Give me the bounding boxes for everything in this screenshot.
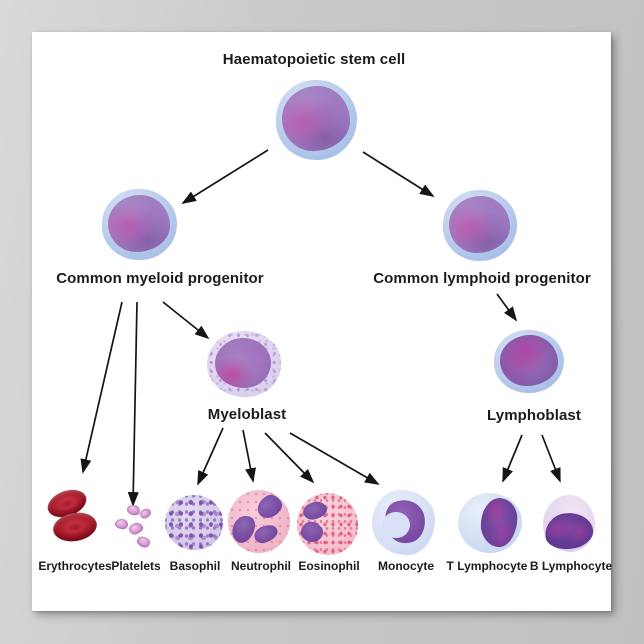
arrow-stem-to-lymphoid bbox=[362, 151, 435, 197]
arrow-myeloid-to-platelets bbox=[127, 301, 139, 507]
platelets-cluster bbox=[114, 503, 153, 550]
arrow-lymphoid-to-lymphoblast bbox=[496, 293, 518, 322]
arrow-myeloid-to-erythrocytes bbox=[80, 301, 123, 474]
label-common-myeloid-progenitor: Common myeloid progenitor bbox=[56, 270, 264, 287]
arrow-stem-to-myeloid bbox=[181, 149, 269, 204]
myeloblast-cell-illustration bbox=[207, 331, 281, 397]
label-myeloblast: Myeloblast bbox=[207, 406, 287, 423]
eosinophil-cell-illustration bbox=[297, 493, 358, 555]
arrow-myeloblast-to-basophil bbox=[197, 427, 224, 486]
myeloid-progenitor-cell-illustration bbox=[102, 189, 177, 260]
label-b-lymphocyte: B Lymphocyte bbox=[529, 559, 613, 573]
title-haematopoietic-stem-cell: Haematopoietic stem cell bbox=[222, 51, 406, 68]
label-common-lymphoid-progenitor: Common lymphoid progenitor bbox=[373, 270, 591, 287]
platelet bbox=[127, 520, 145, 537]
platelet bbox=[125, 503, 142, 517]
lymphoblast-cell-illustration bbox=[494, 330, 564, 393]
label-t-lymphocyte: T Lymphocyte bbox=[446, 559, 528, 573]
label-basophil: Basophil bbox=[169, 559, 221, 573]
b-lymphocyte-cell-illustration bbox=[543, 495, 595, 552]
label-eosinophil: Eosinophil bbox=[298, 559, 360, 573]
arrow-myeloblast-to-monocyte bbox=[289, 432, 380, 485]
arrow-lymphoblast-to-b-lymphocyte bbox=[541, 434, 561, 483]
arrow-myeloid-to-myeloblast bbox=[162, 301, 210, 340]
basophil-cell-illustration bbox=[165, 495, 223, 550]
platelet bbox=[114, 518, 129, 530]
platelet bbox=[135, 534, 152, 550]
label-platelets: Platelets bbox=[111, 559, 161, 573]
label-erythrocytes: Erythrocytes bbox=[38, 559, 112, 573]
neutrophil-cell-illustration bbox=[227, 490, 290, 553]
arrow-myeloblast-to-neutrophil bbox=[242, 429, 256, 483]
lymphoid-progenitor-cell-illustration bbox=[443, 190, 517, 261]
platelet bbox=[138, 507, 153, 520]
label-monocyte: Monocyte bbox=[377, 559, 435, 573]
stem-cell-illustration bbox=[276, 80, 357, 160]
arrow-myeloblast-to-eosinophil bbox=[264, 432, 315, 484]
label-neutrophil: Neutrophil bbox=[231, 559, 291, 573]
label-lymphoblast: Lymphoblast bbox=[487, 407, 581, 424]
t-lymphocyte-cell-illustration bbox=[458, 493, 522, 553]
arrow-lymphoblast-to-t-lymphocyte bbox=[502, 434, 523, 483]
monocyte-cell-illustration bbox=[372, 490, 435, 555]
haematopoiesis-poster: Haematopoietic stem cell Common myeloid … bbox=[32, 32, 613, 611]
